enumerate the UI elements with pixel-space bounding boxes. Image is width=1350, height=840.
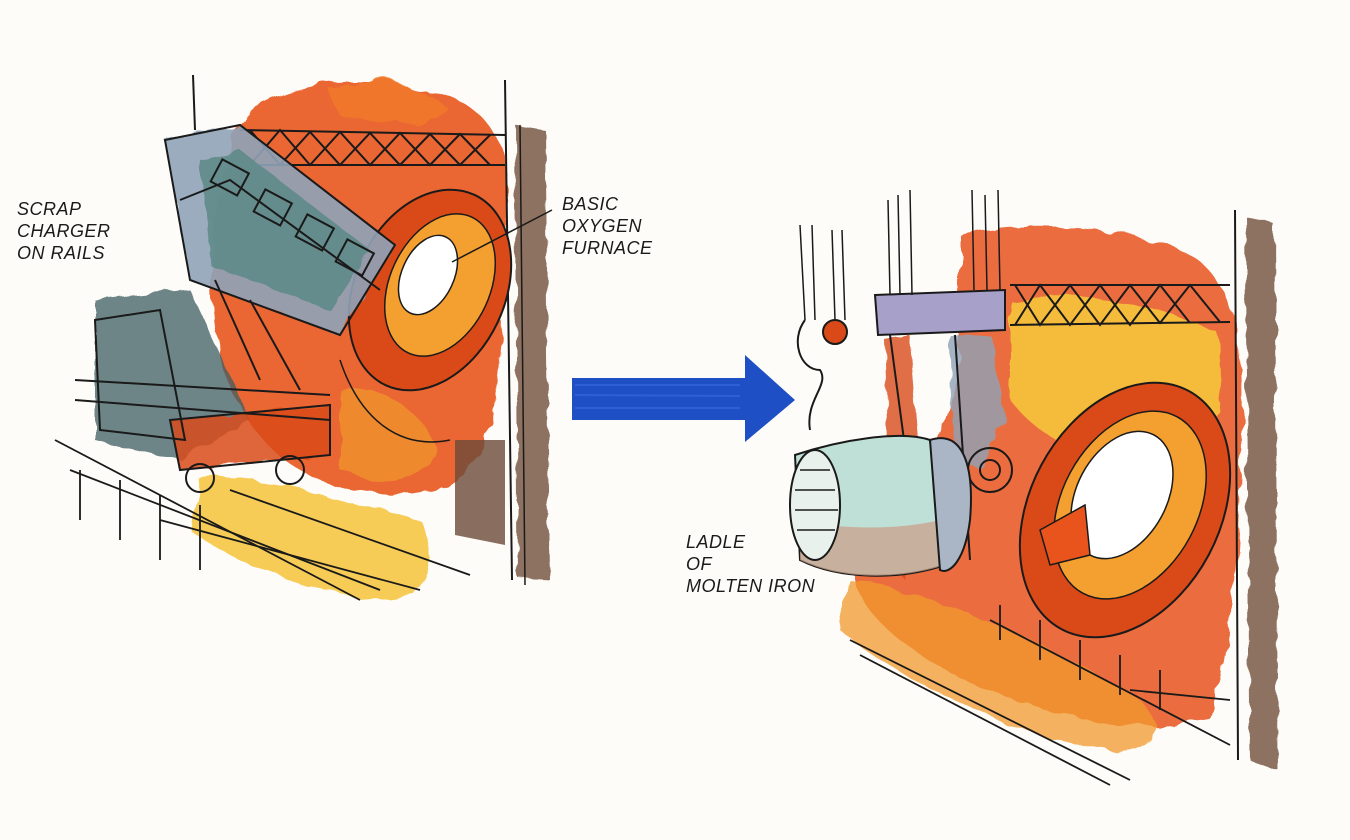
scrap-charging-scene [54,74,553,601]
rails-left [54,439,471,601]
building-pillar-right [1234,209,1278,770]
floor-rails-right [849,605,1231,786]
building-pillar-left [455,79,550,586]
label-line: LADLE [686,532,746,552]
label-line: FURNACE [562,238,653,258]
label-line: BASIC [562,194,619,214]
overhead-truss-right [1009,283,1231,327]
label-line: OF [686,554,712,574]
label-line: CHARGER [17,221,111,241]
basic-oxygen-furnace-right [1018,381,1232,639]
scrap-charger-machine [74,123,397,493]
ladle-of-molten-iron [789,435,1091,577]
label-line: SCRAP [17,199,82,219]
label-scrap-charger-on-rails: SCRAP CHARGER ON RAILS [17,198,111,264]
label-line: MOLTEN IRON [686,576,816,596]
label-line: OXYGEN [562,216,643,236]
label-line: ON RAILS [17,243,106,263]
furnace-leader-line [451,209,553,263]
label-basic-oxygen-furnace: BASIC OXYGEN FURNACE [562,193,653,259]
ladle-pouring-scene [789,189,1278,786]
label-ladle-of-molten-iron: LADLE OF MOLTEN IRON [686,531,815,597]
process-arrow [572,355,795,442]
